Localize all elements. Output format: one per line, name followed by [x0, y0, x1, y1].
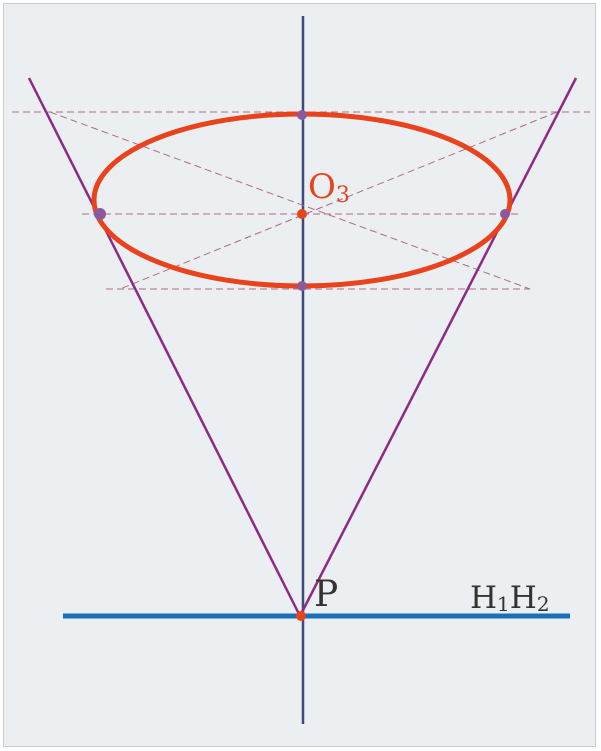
label-center-main: O [308, 167, 336, 207]
construction-diagonal-1 [49, 111, 531, 290]
construction-lines [12, 111, 590, 290]
cone-line-right [298, 77, 578, 617]
construction-diagonal-2 [119, 111, 558, 290]
label-ground-h1-sub: 1 [497, 592, 510, 616]
label-ground-h1: H [470, 580, 497, 616]
drawing-canvas [3, 3, 596, 747]
point-center-o3 [297, 209, 307, 219]
label-vertex: P [314, 574, 338, 615]
label-ground-line: H1H2 [470, 580, 550, 616]
label-center: O3 [308, 167, 350, 208]
label-ground-h2-sub: 2 [537, 592, 550, 616]
cone-line-left [27, 77, 302, 617]
label-center-subscript: 3 [336, 183, 350, 208]
point-ellipse-top [297, 110, 307, 120]
point-ellipse-left [94, 208, 106, 220]
point-vertex-p [296, 611, 306, 621]
label-ground-h2: H [510, 580, 537, 616]
point-ellipse-right [500, 209, 510, 219]
point-ellipse-bottom [297, 281, 307, 291]
